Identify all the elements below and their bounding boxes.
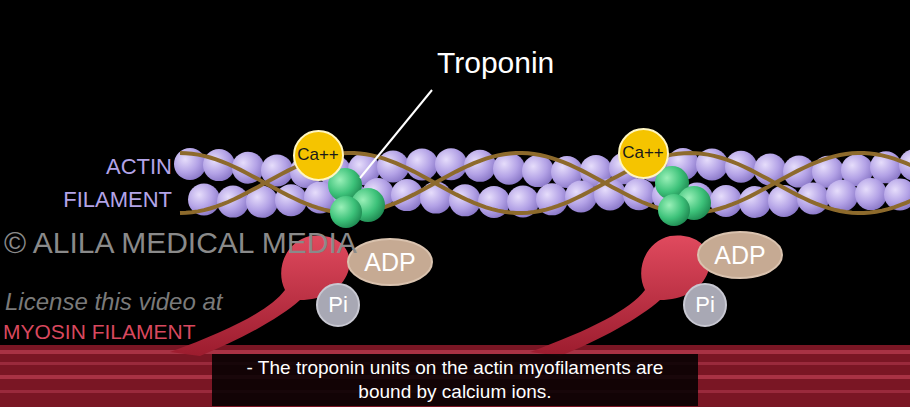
actin-monomer xyxy=(739,186,771,218)
actin-monomer xyxy=(522,155,554,187)
node-text: Ca++ xyxy=(622,143,664,163)
adp-molecule: ADP xyxy=(697,231,783,279)
part-label: Troponin xyxy=(437,46,554,80)
phosphate-ion: Pi xyxy=(683,283,727,327)
part-label: MYOSIN FILAMENT xyxy=(3,320,196,344)
actin-monomer xyxy=(391,179,423,211)
part-label: ACTIN FILAMENT xyxy=(60,150,172,216)
node-text: Ca++ xyxy=(297,145,339,165)
tropomyosin-strand xyxy=(180,153,910,213)
myosin-head xyxy=(530,235,710,356)
subtitle-caption: - The troponin units on the actin myofil… xyxy=(212,354,698,406)
leader-line xyxy=(360,90,432,178)
watermark: License this video at xyxy=(5,288,222,316)
myosin-filament xyxy=(0,345,910,407)
watermark: © ALILA MEDICAL MEDIA xyxy=(4,226,357,260)
actin-monomer xyxy=(855,178,887,210)
actin-monomer xyxy=(594,178,626,210)
calcium-ion: Ca++ xyxy=(293,130,344,181)
node-text: Pi xyxy=(328,292,348,318)
node-text: Pi xyxy=(695,292,715,318)
adp-molecule: ADP xyxy=(347,238,433,286)
actin-filament xyxy=(174,148,910,218)
node-text: ADP xyxy=(364,248,415,277)
calcium-ion: Ca++ xyxy=(618,128,669,179)
phosphate-ion: Pi xyxy=(316,283,360,327)
tropomyosin-strand xyxy=(180,153,910,213)
node-text: ADP xyxy=(714,241,765,270)
